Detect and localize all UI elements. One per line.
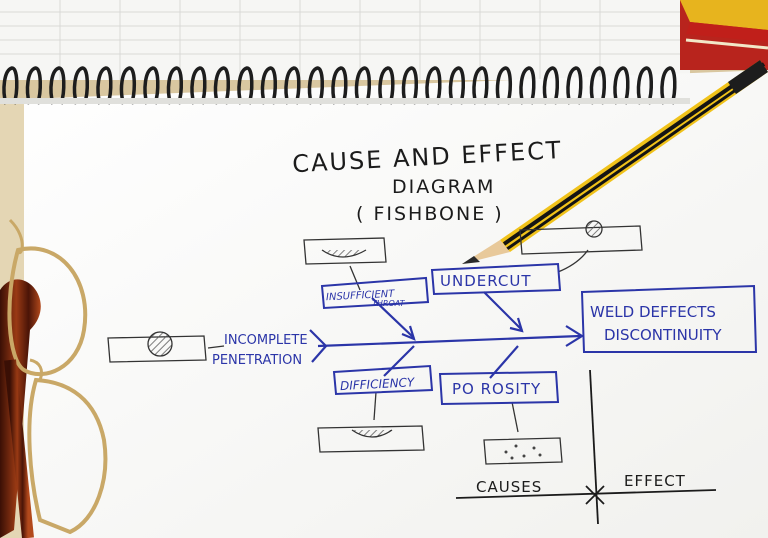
effect-line2: DISCONTINUITY xyxy=(604,326,722,344)
effect-axis-label: EFFECT xyxy=(624,472,686,490)
title-line2: DIAGRAM xyxy=(392,176,495,198)
spiral-shadow xyxy=(0,98,690,104)
effect-line1: WELD DEFFECTS xyxy=(590,303,716,321)
porosity-label: PO ROSITY xyxy=(452,380,541,398)
undercut-label: UNDERCUT xyxy=(440,272,532,290)
causes-axis-label: CAUSES xyxy=(476,478,542,496)
penetration-label: PENETRATION xyxy=(212,353,302,368)
incomplete-label: INCOMPLETE xyxy=(224,333,308,348)
title-line3: ( FISHBONE ) xyxy=(356,203,504,225)
throat-label: THROAT xyxy=(372,299,406,308)
book-stack xyxy=(680,0,768,70)
